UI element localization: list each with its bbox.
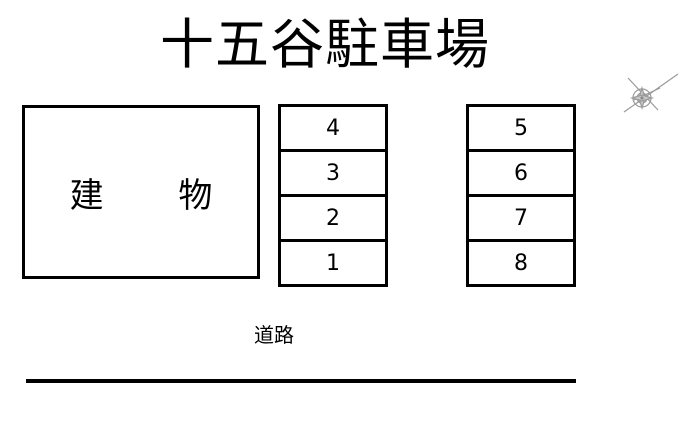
building-label: 建 物 [69, 175, 245, 216]
road-line [26, 379, 576, 383]
road-label: 道路 [254, 323, 294, 347]
parking-space-5: 5 [469, 107, 573, 152]
parking-space-7: 7 [469, 197, 573, 242]
parking-stack-right: 5 6 7 8 [466, 104, 576, 287]
compass-rose-icon [623, 73, 679, 113]
parking-space-8: 8 [514, 250, 528, 276]
parking-space-1: 1 [326, 250, 340, 276]
map-title: 十五谷駐車場 [160, 13, 490, 76]
parking-space-6: 6 [469, 152, 573, 197]
parking-stack-left: 4 3 2 1 [278, 104, 388, 287]
building-block: 建 物 [22, 105, 260, 279]
parking-space-3: 3 [281, 152, 385, 197]
parking-space-2: 2 [281, 197, 385, 242]
parking-space-4: 4 [281, 107, 385, 152]
